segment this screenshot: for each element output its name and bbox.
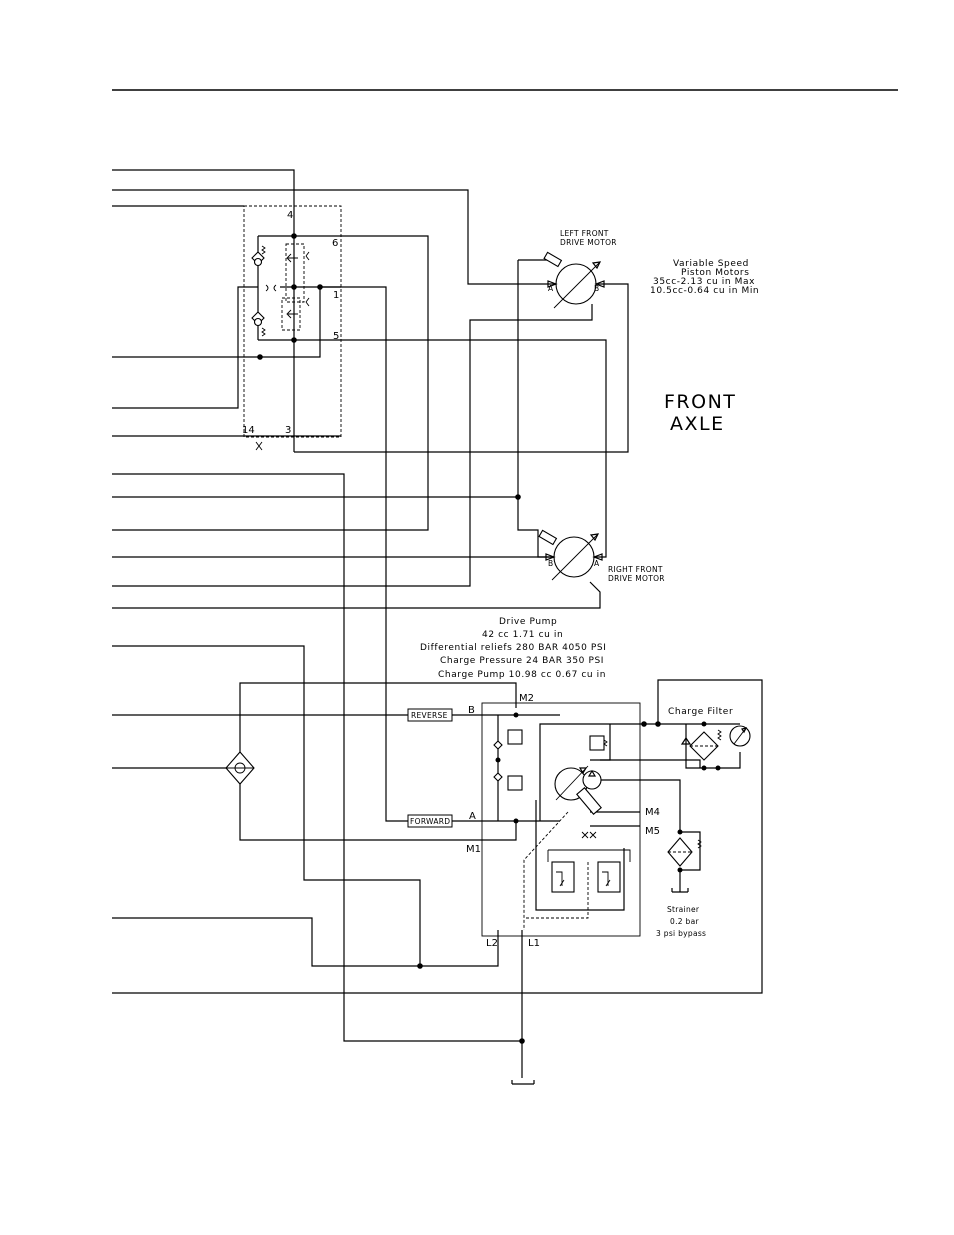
strainer-pressure-bar: 0.2 bar <box>670 917 699 926</box>
right-motor-title-1: RIGHT FRONT <box>608 565 663 574</box>
svg-text:35cc-2.13 cu in Max: 35cc-2.13 cu in Max <box>653 277 755 287</box>
port-3-label: 3 <box>285 425 291 436</box>
filter-icon <box>689 731 719 761</box>
strainer-pressure-psi: 3 psi bypass <box>656 929 706 938</box>
svg-text:Charge Pump 10.98 cc 0.67 cu i: Charge Pump 10.98 cc 0.67 cu in <box>438 670 606 680</box>
charge-filter: Charge Filter <box>641 707 751 771</box>
check-valve-upper-icon <box>251 245 266 267</box>
svg-text:Charge Pressure 24 BAR 350 PSI: Charge Pressure 24 BAR 350 PSI <box>440 656 604 666</box>
pressure-gauge-icon <box>729 725 751 747</box>
left-motor-port-a: A <box>548 284 554 293</box>
right-motor-port-b: B <box>548 559 553 568</box>
port-l1-label: L1 <box>528 938 540 949</box>
axle-title-1: FRONT <box>664 391 736 413</box>
forward-tag: FORWARD <box>407 814 453 828</box>
drive-pump-assembly: M2 B A M1 M4 M5 L2 L1 <box>466 693 701 949</box>
strainer-title: Strainer <box>667 905 700 914</box>
motor-spec: Variable Speed Piston Motors 35cc-2.13 c… <box>650 259 759 296</box>
port-1-label: 1 <box>333 290 339 301</box>
svg-text:Piston Motors: Piston Motors <box>681 268 750 278</box>
port-a-label: A <box>469 811 476 822</box>
reverse-tag: REVERSE <box>407 708 453 722</box>
port-5-label: 5 <box>333 331 339 342</box>
shuttle-valve-icon <box>225 751 255 785</box>
charge-filter-label: Charge Filter <box>668 707 733 717</box>
svg-text:REVERSE: REVERSE <box>411 711 448 720</box>
port-m5-label: M5 <box>645 826 660 837</box>
svg-text:FORWARD: FORWARD <box>410 817 450 826</box>
drive-pump-icon <box>554 765 602 815</box>
port-4-label: 4 <box>287 210 293 221</box>
right-motor-title-2: DRIVE MOTOR <box>608 574 665 583</box>
svg-text:Drive Pump: Drive Pump <box>499 617 557 627</box>
check-valve-lower-icon <box>251 311 266 337</box>
orifice-icon <box>265 284 277 292</box>
left-motor-port-b: B <box>594 284 599 293</box>
left-motor-title-1: LEFT FRONT <box>560 229 609 238</box>
svg-text:Differential reliefs 280 BAR 4: Differential reliefs 280 BAR 4050 PSI <box>420 643 607 653</box>
charge-pump-icon <box>582 769 602 790</box>
svg-text:10.5cc-0.64 cu in Min: 10.5cc-0.64 cu in Min <box>650 286 759 296</box>
hydraulic-lines <box>112 169 763 1085</box>
valve-block: 4 6 1 5 14 3 <box>242 205 342 452</box>
left-front-drive-motor: A B LEFT FRONT DRIVE MOTOR <box>543 229 617 309</box>
svg-text:Variable Speed: Variable Speed <box>673 259 749 269</box>
port-m1-label: M1 <box>466 844 481 855</box>
port-b-label: B <box>468 705 475 716</box>
port-m4-label: M4 <box>645 807 660 818</box>
right-motor-port-a: A <box>594 559 600 568</box>
port-6-label: 6 <box>332 238 338 249</box>
pump-spec: Drive Pump 42 cc 1.71 cu in Differential… <box>420 617 607 680</box>
port-l2-label: L2 <box>486 938 498 949</box>
right-front-drive-motor: B A RIGHT FRONT DRIVE MOTOR <box>538 529 665 583</box>
left-motor-title-2: DRIVE MOTOR <box>560 238 617 247</box>
port-m2-label: M2 <box>519 693 534 704</box>
strainer: Strainer 0.2 bar 3 psi bypass <box>656 826 706 938</box>
port-14-label: 14 <box>242 425 255 436</box>
axle-title-2: AXLE <box>670 413 725 435</box>
svg-text:42 cc 1.71 cu in: 42 cc 1.71 cu in <box>482 630 563 640</box>
